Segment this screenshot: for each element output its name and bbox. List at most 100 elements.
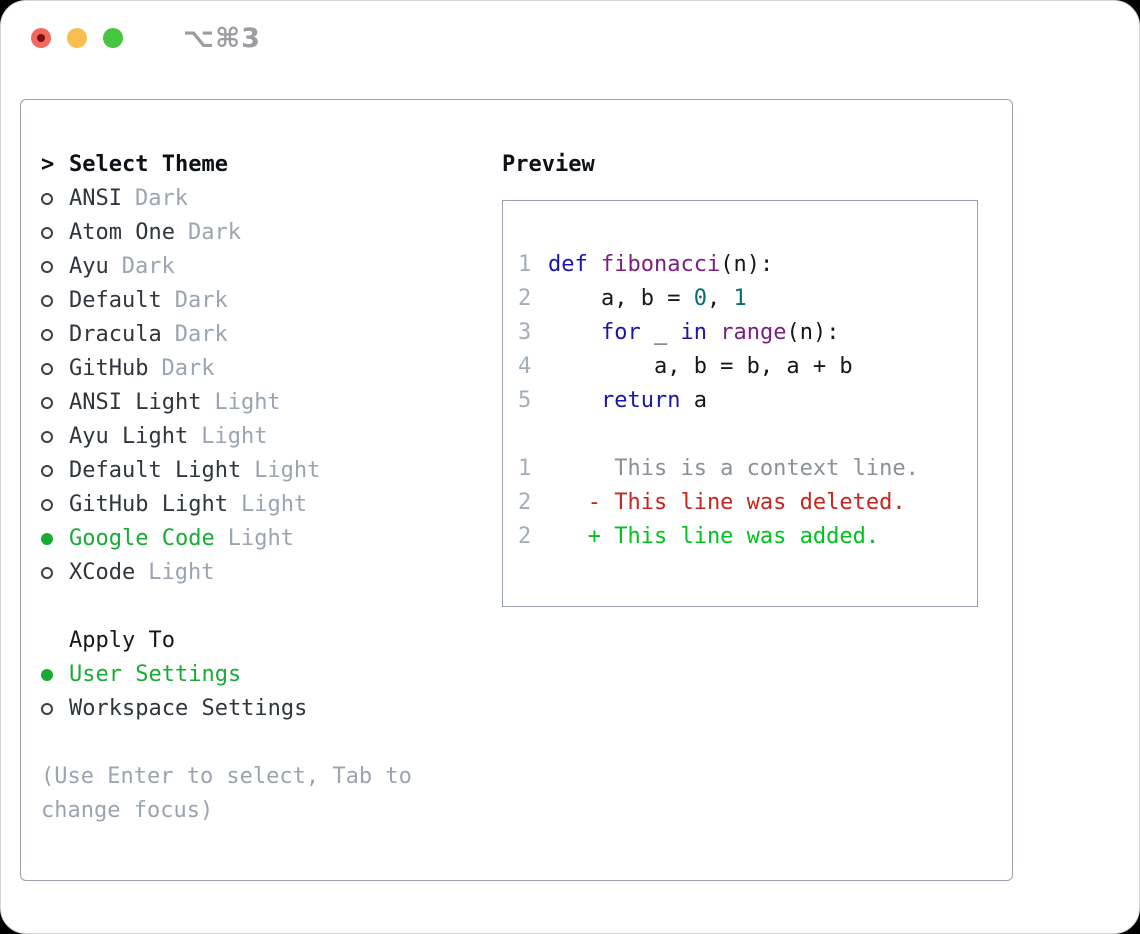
theme-variant: Dark (174, 288, 228, 313)
select-theme-header: > Select Theme (41, 148, 483, 182)
theme-option-atom-one[interactable]: Atom One Dark (41, 216, 483, 250)
theme-option-google-code[interactable]: Google Code Light (41, 522, 483, 556)
radio-selected-icon (41, 669, 53, 681)
zoom-button[interactable] (103, 28, 123, 48)
theme-variant: Dark (121, 254, 175, 279)
code-token-plain: (n): (786, 320, 840, 345)
code-line: 3 for _ in range(n): (518, 316, 977, 350)
radio-icon (41, 182, 69, 216)
line-number: 4 (518, 354, 532, 379)
close-button[interactable] (31, 28, 51, 48)
line-number: 2 (518, 286, 532, 311)
code-token-kw: in (680, 320, 707, 345)
code-token-plain: a, b = (548, 286, 694, 311)
theme-variant: Dark (134, 186, 188, 211)
radio-icon (41, 692, 69, 726)
apply-option-workspace-settings[interactable]: Workspace Settings (41, 692, 483, 726)
line-number: 3 (518, 320, 532, 345)
radio-unselected-icon (41, 261, 53, 273)
radio-unselected-icon (41, 397, 53, 409)
apply-option-user-settings[interactable]: User Settings (41, 658, 483, 692)
theme-option-ayu[interactable]: Ayu Dark (41, 250, 483, 284)
radio-unselected-icon (41, 329, 53, 341)
radio-icon (41, 352, 69, 386)
radio-icon (41, 250, 69, 284)
code-token-fn: fibonacci (601, 252, 721, 277)
theme-option-xcode[interactable]: XCode Light (41, 556, 483, 590)
code-line: 2 a, b = 0, 1 (518, 282, 977, 316)
select-theme-header-label: Select Theme (69, 152, 228, 177)
theme-name: Ayu (69, 254, 109, 279)
radio-icon (41, 658, 69, 692)
window-title: ⌥⌘3 (183, 22, 261, 54)
radio-unselected-icon (41, 465, 53, 477)
radio-icon (41, 386, 69, 420)
code-token-plain (548, 320, 601, 345)
theme-variant: Dark (161, 356, 215, 381)
code-token-kw: for (600, 320, 641, 345)
theme-variant: Light (240, 492, 308, 517)
radio-unselected-icon (41, 193, 53, 205)
code-token-plain: _ (640, 320, 681, 345)
line-number: 2 (518, 490, 532, 515)
radio-unselected-icon (41, 567, 53, 579)
theme-option-default[interactable]: Default Dark (41, 284, 483, 318)
radio-icon (41, 318, 69, 352)
code-line: 5 return a (518, 384, 977, 418)
minimize-button[interactable] (67, 28, 87, 48)
apply-option-label: Workspace Settings (69, 696, 308, 721)
code-token-plain: a, b = b, a + b (548, 354, 853, 379)
radio-icon (41, 216, 69, 250)
spacer (41, 590, 483, 624)
theme-name: Dracula (69, 322, 162, 347)
code-token-num: 0 (693, 286, 707, 311)
code-line: 2 + This line was added. (518, 520, 977, 554)
theme-variant: Dark (187, 220, 241, 245)
code-line: 1 This is a context line. (518, 452, 977, 486)
radio-unselected-icon (41, 227, 53, 239)
theme-name: Default (69, 288, 162, 313)
theme-variant: Light (227, 526, 294, 551)
code-token-del: - This line was deleted. (548, 490, 906, 515)
theme-variant: Light (148, 560, 215, 585)
preview-header-label: Preview (502, 152, 595, 177)
code-token-kw: def (548, 252, 588, 277)
radio-unselected-icon (41, 295, 53, 307)
focus-caret-icon: > (41, 152, 55, 177)
theme-name: ANSI Light (69, 390, 202, 415)
radio-icon (41, 454, 69, 488)
code-token-plain: a (680, 388, 707, 413)
code-token-kw: return (600, 388, 681, 413)
radio-icon (41, 488, 69, 522)
line-number: 2 (518, 524, 532, 549)
line-number: 5 (518, 388, 532, 413)
theme-name: Google Code (69, 526, 215, 551)
apply-to-header-label: Apply To (69, 628, 175, 653)
code-line (518, 418, 977, 452)
code-token-fn: range (720, 320, 787, 345)
theme-name: GitHub (69, 356, 149, 381)
code-token-num: 1 (733, 286, 747, 311)
theme-name: Atom One (69, 220, 175, 245)
theme-name: XCode (69, 560, 136, 585)
code-token-plain (707, 320, 720, 345)
code-token-plain: (n): (720, 252, 774, 277)
theme-name: Ayu Light (69, 424, 189, 449)
theme-option-github[interactable]: GitHub Dark (41, 352, 483, 386)
theme-name: Default Light (69, 458, 242, 483)
code-token-ctx: This is a context line. (548, 456, 919, 481)
radio-icon (41, 556, 69, 590)
